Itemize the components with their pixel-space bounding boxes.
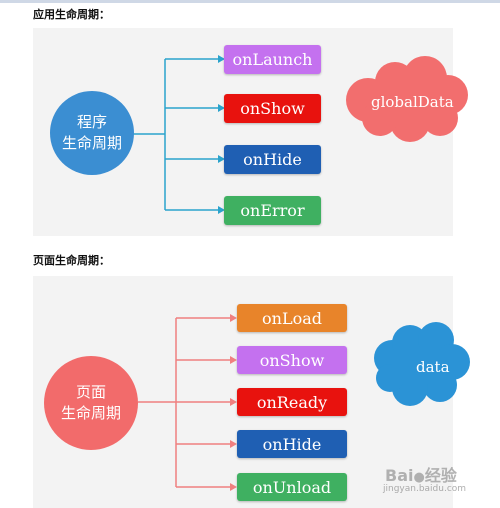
watermark-brand-cn: 经验: [424, 466, 457, 485]
app-lifecycle-node: 程序 生命周期: [50, 91, 134, 175]
watermark-url: jingyan.baidu.com: [383, 484, 467, 494]
app-arrowhead: [218, 155, 225, 163]
paw-icon: ●: [413, 470, 425, 485]
page-lifecycle-title: 页面生命周期：: [33, 254, 110, 267]
app-node-line1: 程序: [76, 113, 107, 131]
page-onshow-button[interactable]: onShow: [237, 346, 347, 374]
page-node-line1: 页面: [75, 383, 106, 401]
app-lifecycle-title: 应用生命周期：: [33, 8, 110, 21]
onerror-button[interactable]: onError: [224, 196, 321, 225]
page-onhide-button[interactable]: onHide: [237, 430, 347, 458]
onlaunch-button[interactable]: onLaunch: [224, 45, 321, 74]
page-node-line2: 生命周期: [60, 404, 121, 422]
data-label: data: [416, 358, 450, 376]
onready-button[interactable]: onReady: [237, 388, 347, 416]
app-onhide-button[interactable]: onHide: [224, 145, 321, 174]
app-arrowhead: [218, 55, 225, 63]
app-onshow-button[interactable]: onShow: [224, 94, 321, 123]
globaldata-label: globalData: [371, 93, 454, 111]
app-arrowhead: [218, 206, 225, 214]
app-arrowhead: [218, 104, 225, 112]
watermark-brand: Bai: [385, 466, 414, 485]
top-border: [0, 0, 500, 3]
page-arrowhead: [230, 314, 237, 322]
app-node-line2: 生命周期: [61, 134, 122, 152]
page-arrowhead: [230, 440, 237, 448]
page-arrowhead: [230, 483, 237, 491]
page-arrowhead: [230, 356, 237, 364]
page-arrowhead: [230, 398, 237, 406]
onunload-button[interactable]: onUnload: [237, 473, 347, 501]
onload-button[interactable]: onLoad: [237, 304, 347, 332]
page-lifecycle-node: 页面 生命周期: [44, 356, 138, 450]
watermark-logo: Bai●经验: [385, 462, 457, 486]
